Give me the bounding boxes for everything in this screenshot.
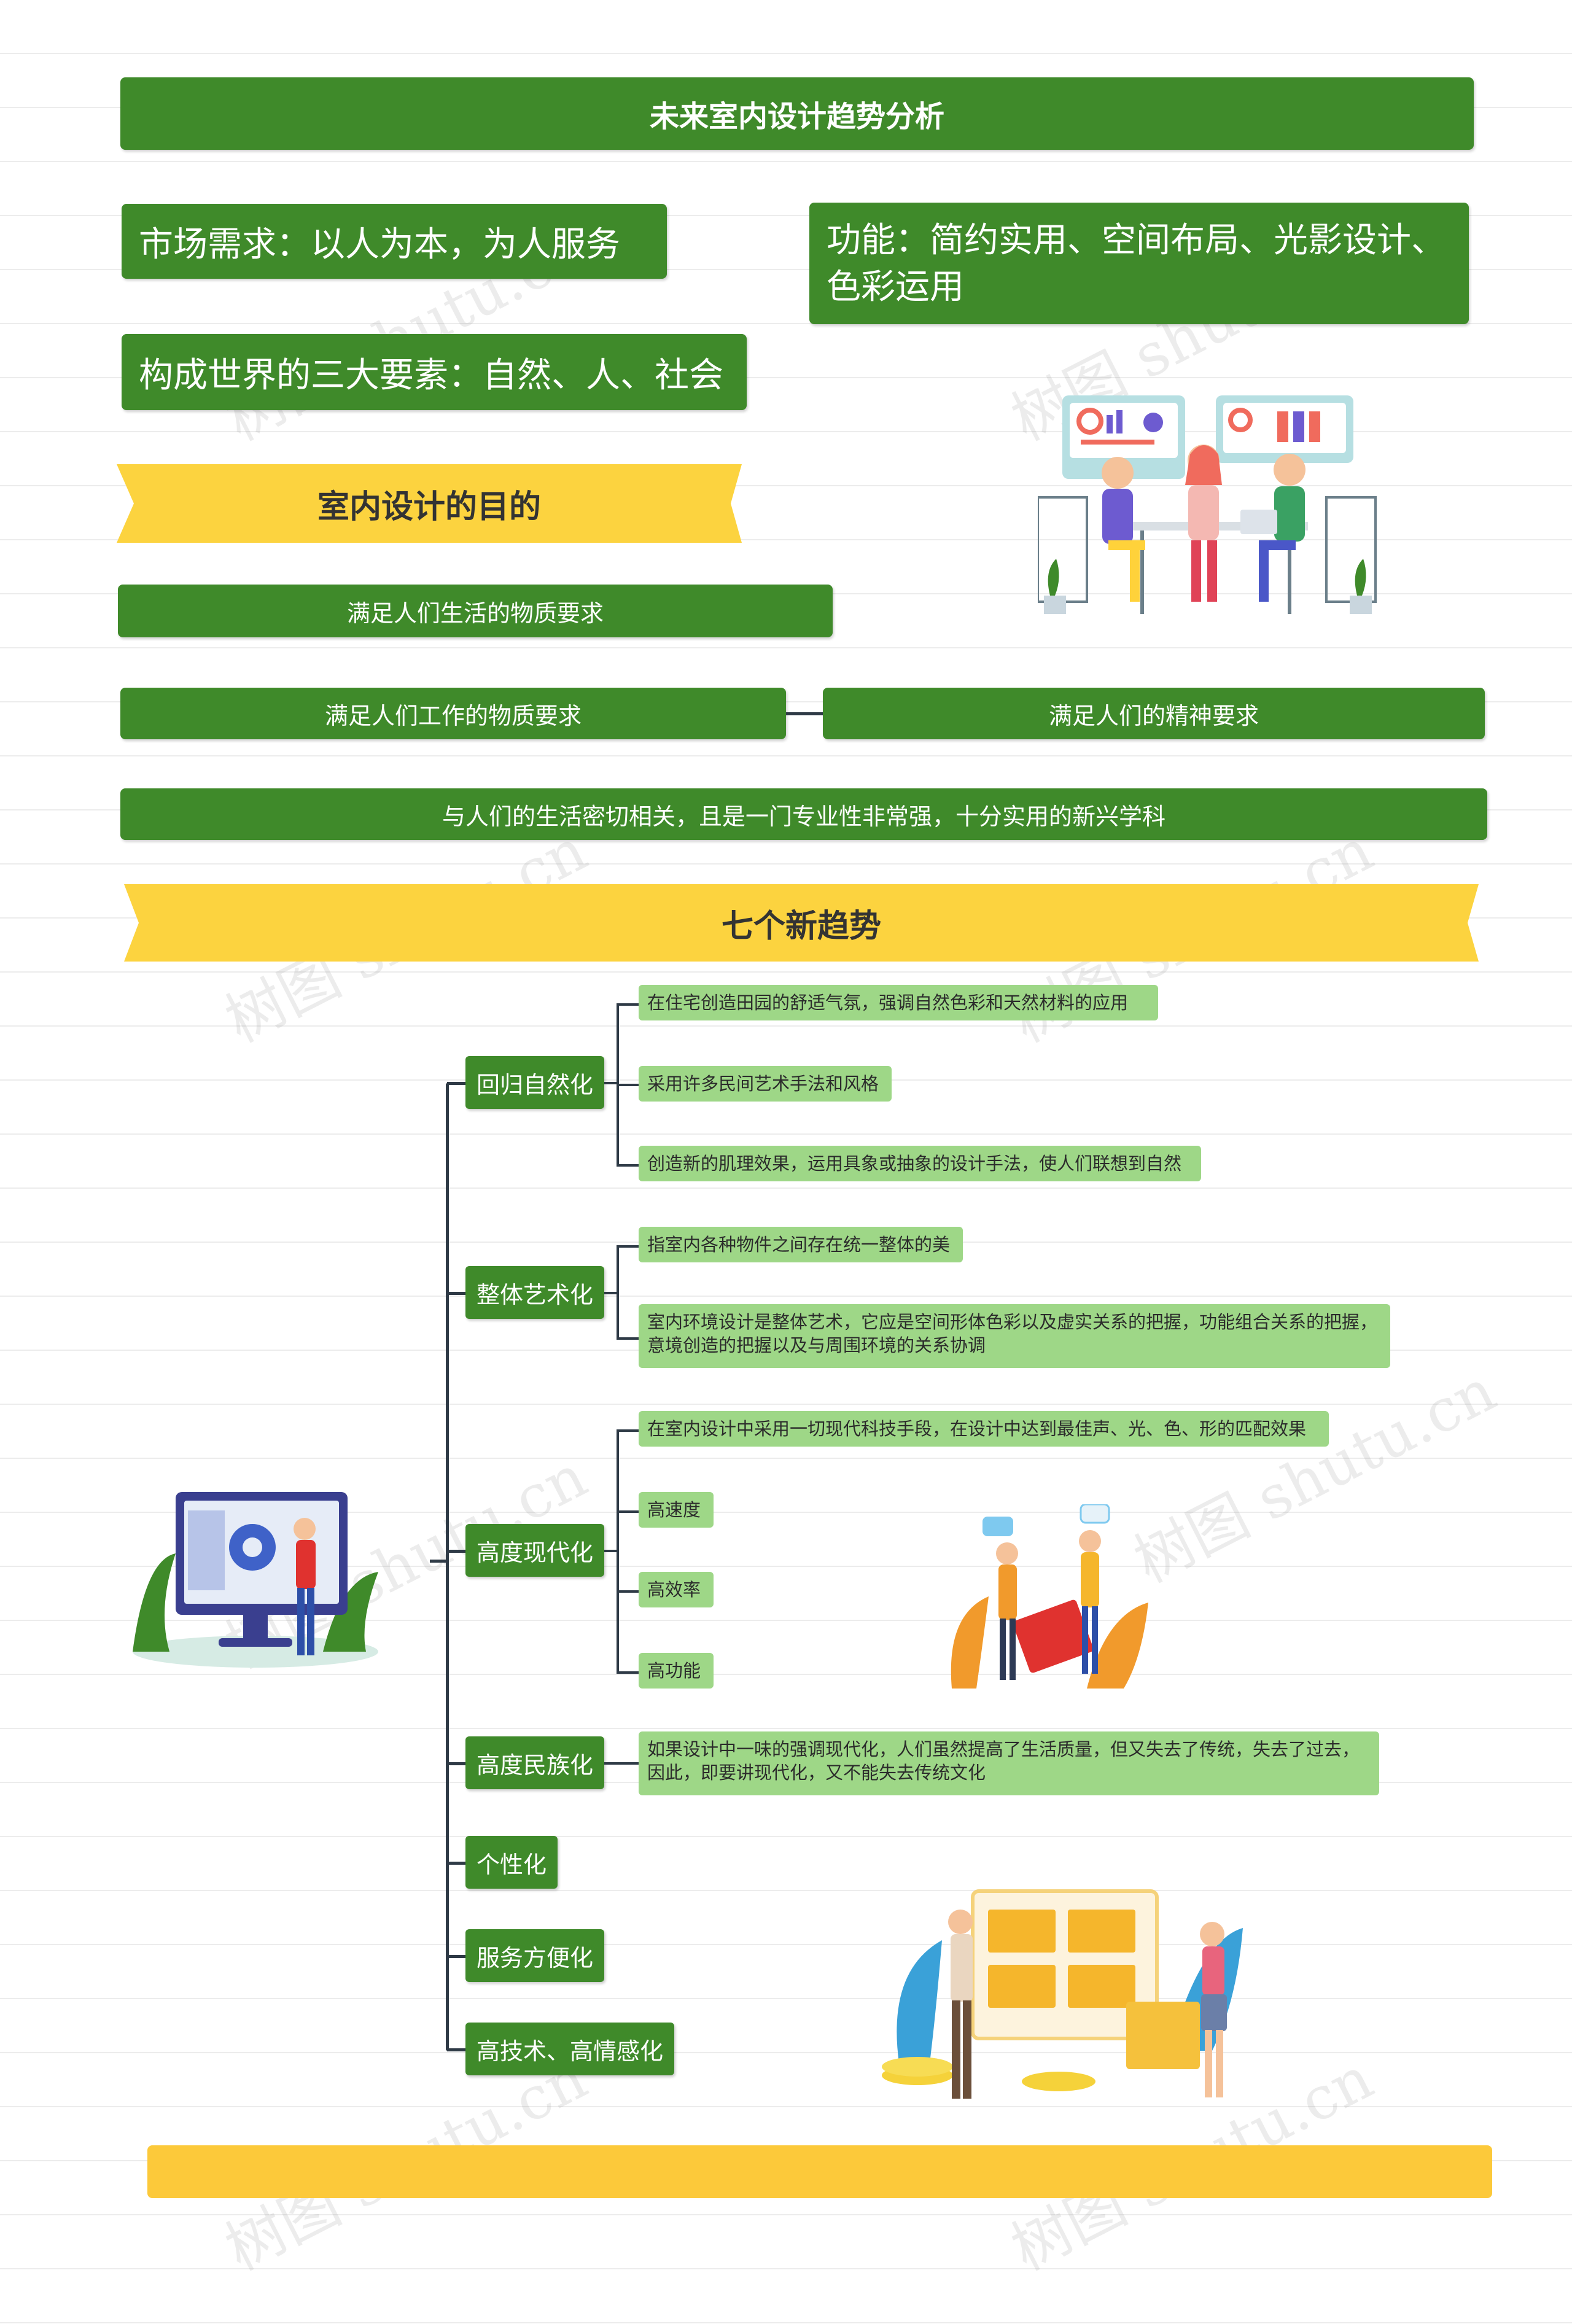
trend-detail: 高功能 — [639, 1653, 714, 1689]
purpose-heading: 室内设计的目的 — [317, 488, 541, 526]
market-demand-box: 市场需求：以人为本，为人服务 — [122, 204, 667, 279]
function-box: 功能：简约实用、空间布局、光影设计、色彩运用 — [809, 203, 1469, 324]
trend-detail: 在住宅创造田园的舒适气氛，强调自然色彩和天然材料的应用 — [639, 985, 1158, 1020]
purpose-item-spirit: 满足人们的精神要求 — [823, 688, 1485, 739]
purpose-item-living: 满足人们生活的物质要求 — [118, 585, 833, 637]
branch-line — [447, 1955, 465, 1958]
trend-detail: 如果设计中一味的强调现代化，人们虽然提高了生活质量，但又失去了传统，失去了过去，… — [639, 1731, 1379, 1795]
trend-detail: 创造新的肌理效果，运用具象或抽象的设计手法，使人们联想到自然 — [639, 1146, 1201, 1181]
sub-line — [617, 1671, 640, 1674]
sub-line — [617, 1510, 640, 1513]
trend-node: 整体艺术化 — [465, 1266, 605, 1319]
trend-detail: 指室内各种物件之间存在统一整体的美 — [639, 1227, 963, 1262]
trend-node: 个性化 — [465, 1836, 558, 1889]
office-team-illustration — [1037, 393, 1382, 626]
branch-line — [447, 1762, 465, 1765]
trends-banner: 七个新趋势 — [124, 884, 1479, 962]
sub-connector — [604, 1550, 618, 1552]
sub-line — [617, 1337, 640, 1340]
branch-line — [447, 1292, 465, 1295]
sub-line — [617, 1590, 640, 1593]
trend-node: 高技术、高情感化 — [465, 2023, 675, 2075]
page-title: 未来室内设计趋势分析 — [120, 77, 1474, 150]
sub-connector — [604, 1762, 639, 1765]
sub-line — [617, 1084, 640, 1086]
root-connector — [430, 1560, 447, 1563]
trend-node: 服务方便化 — [465, 1929, 605, 1982]
trends-heading: 七个新趋势 — [721, 907, 881, 945]
trend-detail: 室内环境设计是整体艺术，它应是空间形体色彩以及虚实关系的把握，功能组合关系的把握… — [639, 1304, 1390, 1368]
footer-bar — [147, 2145, 1492, 2198]
trunk-line — [446, 1083, 449, 2051]
trend-detail: 在室内设计中采用一切现代科技手段，在设计中达到最佳声、光、色、形的匹配效果 — [639, 1411, 1329, 1447]
purpose-summary: 与人们的生活密切相关，且是一门专业性非常强，十分实用的新兴学科 — [120, 788, 1487, 840]
trend-detail: 高效率 — [639, 1572, 714, 1607]
sub-line — [617, 1429, 640, 1432]
sub-line — [617, 1245, 640, 1248]
sub-connector — [604, 1292, 618, 1294]
sub-connector — [604, 1082, 618, 1084]
branch-line — [447, 1862, 465, 1865]
purpose-banner: 室内设计的目的 — [117, 464, 742, 543]
branch-line — [447, 2048, 465, 2051]
sub-line — [617, 1003, 640, 1006]
branch-line — [447, 1550, 465, 1553]
trend-node: 高度民族化 — [465, 1736, 605, 1789]
monitor-gear-illustration — [120, 1486, 391, 1676]
trend-node: 高度现代化 — [465, 1524, 605, 1577]
women-chatting-illustration — [946, 1503, 1154, 1695]
connector-line — [786, 712, 823, 715]
trend-detail: 高速度 — [639, 1492, 714, 1528]
branch-line — [447, 1082, 465, 1085]
trend-detail: 采用许多民间艺术手法和风格 — [639, 1066, 892, 1102]
sub-bracket — [617, 1429, 619, 1673]
purpose-item-work: 满足人们工作的物质要求 — [120, 688, 786, 739]
three-elements-box: 构成世界的三大要素：自然、人、社会 — [122, 334, 747, 410]
watermark: 树图 shutu.cn — [1123, 1356, 1506, 1596]
presentation-board-illustration — [881, 1879, 1249, 2106]
trend-node: 回归自然化 — [465, 1056, 605, 1109]
sub-line — [617, 1164, 640, 1167]
sub-bracket — [617, 1245, 619, 1339]
